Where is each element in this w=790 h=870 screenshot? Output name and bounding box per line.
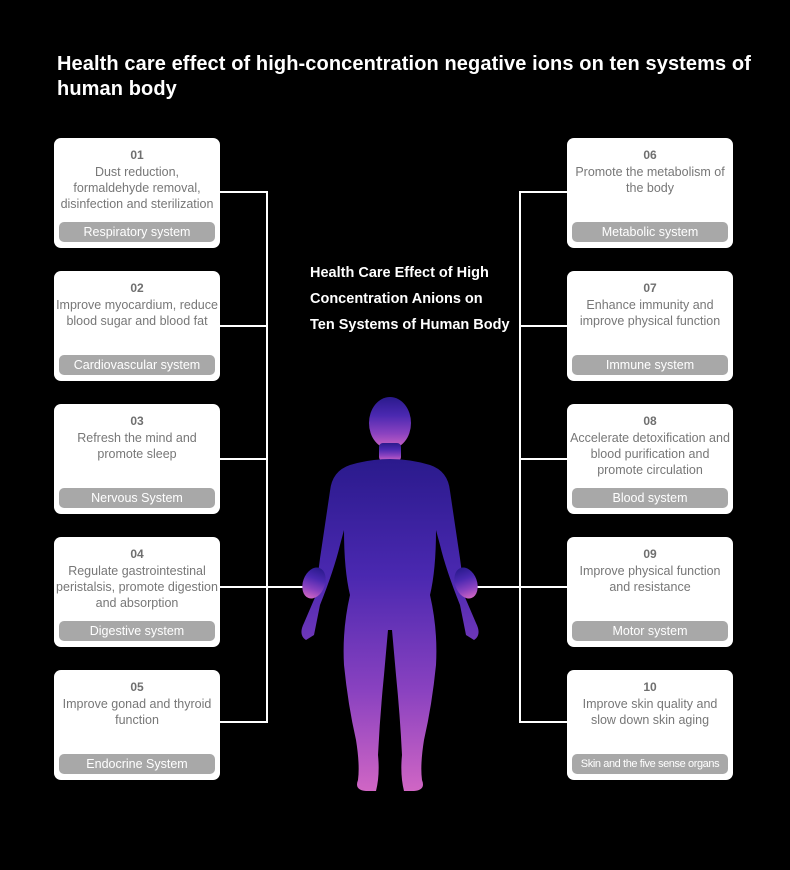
system-tag: Endocrine System [59,754,215,774]
system-tag: Blood system [572,488,728,508]
system-tag: Motor system [572,621,728,641]
center-caption: Health Care Effect of High Concentration… [310,265,510,333]
card-description: Dust reduction, formaldehyde removal, di… [60,165,214,211]
card-skin: 10 Improve skin quality and slow down sk… [567,670,733,780]
card-description: Enhance immunity and improve physical fu… [579,298,721,328]
card-respiratory: 01 Dust reduction, formaldehyde removal,… [54,138,220,248]
card-number: 02 [130,281,144,295]
system-tag: Nervous System [59,488,215,508]
card-number: 09 [643,547,657,561]
system-tag: Immune system [572,355,728,375]
card-digestive: 04 Regulate gastrointestinal peristalsis… [54,537,220,647]
card-number: 07 [643,281,657,295]
card-blood: 08 Accelerate detoxification and blood p… [567,404,733,514]
card-number: 06 [643,148,657,162]
page-title: Health care effect of high-concentration… [57,53,751,100]
card-description: Improve gonad and thyroid function [62,697,212,727]
card-description: Improve physical function and resistance [579,564,721,594]
card-description: Improve skin quality and slow down skin … [582,697,718,727]
card-description: Accelerate detoxification and blood puri… [570,431,730,477]
card-nervous: 03 Refresh the mind and promote sleep Ne… [54,404,220,514]
system-tag: Respiratory system [59,222,215,242]
card-number: 04 [130,547,144,561]
card-number: 10 [643,680,657,694]
card-number: 01 [130,148,144,162]
card-endocrine: 05 Improve gonad and thyroid function En… [54,670,220,780]
system-tag: Cardiovascular system [59,355,215,375]
card-description: Regulate gastrointestinal peristalsis, p… [56,564,218,610]
human-body-icon [301,397,479,791]
card-cardiovascular: 02 Improve myocardium, reduce blood suga… [54,271,220,381]
card-description: Improve myocardium, reduce blood sugar a… [56,298,218,328]
card-description: Refresh the mind and promote sleep [77,431,197,461]
system-tag: Metabolic system [572,222,728,242]
system-tag: Digestive system [59,621,215,641]
card-metabolic: 06 Promote the metabolism of the body Me… [567,138,733,248]
card-motor: 09 Improve physical function and resista… [567,537,733,647]
card-description: Promote the metabolism of the body [575,165,725,195]
card-number: 03 [130,414,144,428]
system-tag: Skin and the five sense organs [572,754,728,774]
card-immune: 07 Enhance immunity and improve physical… [567,271,733,381]
card-number: 05 [130,680,144,694]
card-number: 08 [643,414,657,428]
